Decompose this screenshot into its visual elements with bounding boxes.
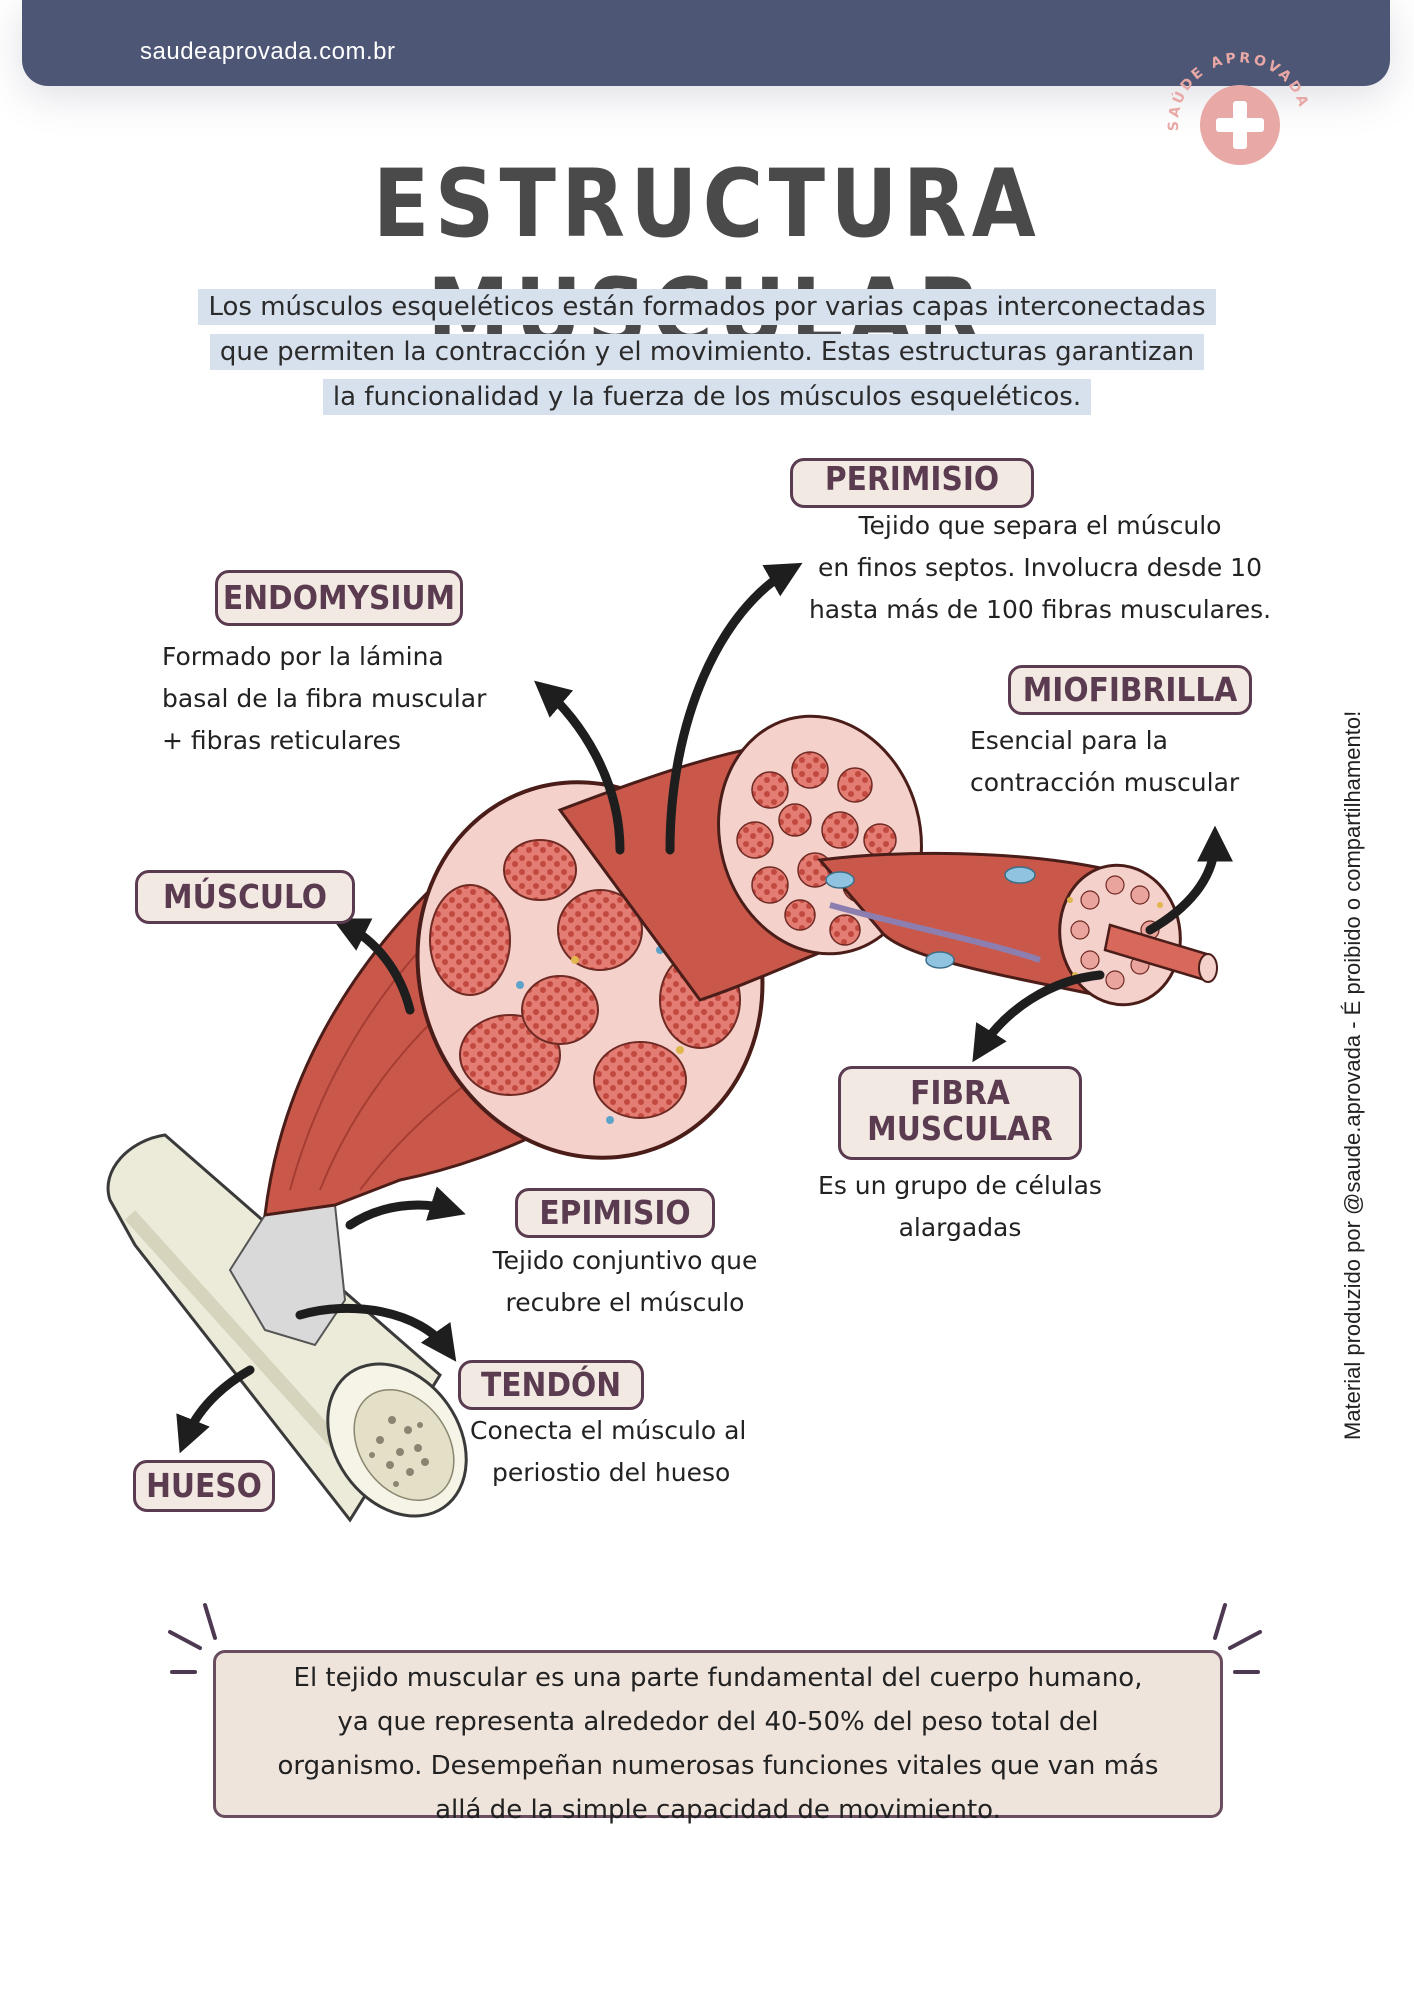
arrow-tendon [295, 1303, 457, 1362]
fibra-title-line: MUSCULAR [867, 1108, 1053, 1148]
epimisio-desc-line: recubre el músculo [505, 1288, 745, 1317]
plus-icon [1216, 101, 1264, 149]
tendon-description: Conecta el músculo al periostio del hues… [470, 1410, 790, 1494]
endomysium-desc-line: Formado por la lámina [162, 642, 444, 671]
label-fibra-muscular: FIBRA MUSCULAR [838, 1066, 1082, 1160]
tendon-desc-line: Conecta el músculo al [470, 1416, 747, 1445]
arrow-musculo [332, 918, 415, 1015]
tendon-desc-line: periostio del hueso [492, 1458, 731, 1487]
fibra-description: Es un grupo de células alargadas [790, 1165, 1130, 1249]
perimisio-desc-line: en finos septos. Involucra desde 10 [818, 553, 1262, 582]
label-hueso: HUESO [133, 1460, 275, 1512]
perimisio-desc-line: hasta más de 100 fibras musculares. [808, 595, 1272, 624]
label-tendon: TENDÓN [458, 1360, 644, 1410]
arrow-endomysium [534, 680, 625, 855]
endomysium-desc-line: + fibras reticulares [162, 726, 401, 755]
label-epimisio: EPIMISIO [515, 1188, 715, 1238]
fibra-title-line: FIBRA [910, 1073, 1010, 1112]
label-endomysium: ENDOMYSIUM [215, 570, 463, 626]
arrow-hueso [176, 1365, 255, 1454]
arrow-fibra [972, 970, 1105, 1063]
epimisio-desc-line: Tejido conjuntivo que [492, 1246, 758, 1275]
perimisio-description: Tejido que separa el músculo en finos se… [780, 505, 1300, 631]
perimisio-desc-line: Tejido que separa el músculo [858, 511, 1222, 540]
epimisio-description: Tejido conjuntivo que recubre el músculo [470, 1240, 780, 1324]
header-bar [22, 0, 1390, 86]
endomysium-desc-line: basal de la fibra muscular [162, 684, 487, 713]
site-url[interactable]: saudeaprovada.com.br [140, 38, 396, 65]
intro-line: Los músculos esqueléticos están formados… [0, 289, 1414, 325]
fibra-desc-line: alargadas [898, 1213, 1022, 1242]
label-musculo: MÚSCULO [135, 870, 355, 924]
footer-line: allá de la simple capacidad de movimient… [435, 1795, 1001, 1825]
miofibrilla-desc-line: contracción muscular [970, 768, 1240, 797]
fibra-desc-line: Es un grupo de células [818, 1171, 1102, 1200]
myofibril [1103, 923, 1218, 983]
footer-line: ya que representa alrededor del 40-50% d… [337, 1707, 1099, 1737]
miofibrilla-description: Esencial para la contracción muscular [970, 720, 1300, 804]
intro-line: que permiten la contracción y el movimie… [0, 334, 1414, 370]
endomysium-description: Formado por la lámina basal de la fibra … [162, 636, 542, 762]
intro-text-3: la funcionalidad y la fuerza de los músc… [322, 379, 1092, 415]
pointer-arrows [176, 562, 1233, 1454]
side-note: Material produzido por @saude.aprovada -… [1340, 710, 1365, 1440]
intro-text-1: Los músculos esqueléticos están formados… [198, 289, 1216, 325]
footer-decoration [168, 1603, 1262, 1674]
arrow-epimisio [345, 1186, 466, 1230]
arrow-perimisio [665, 562, 803, 855]
footer-line: El tejido muscular es una parte fundamen… [293, 1663, 1143, 1693]
logo: SAÚDE APROVADA [1166, 50, 1309, 165]
footer-box [213, 1650, 1223, 1818]
intro-text-2: que permiten la contracción y el movimie… [209, 334, 1205, 370]
label-perimisio: PERIMISIO [790, 458, 1034, 508]
label-miofibrilla: MIOFIBRILLA [1008, 665, 1252, 715]
miofibrilla-desc-line: Esencial para la [970, 726, 1168, 755]
footer-line: organismo. Desempeñan numerosas funcione… [277, 1751, 1159, 1781]
arrow-miofibrilla [1145, 825, 1233, 935]
intro-line: la funcionalidad y la fuerza de los músc… [0, 379, 1414, 415]
